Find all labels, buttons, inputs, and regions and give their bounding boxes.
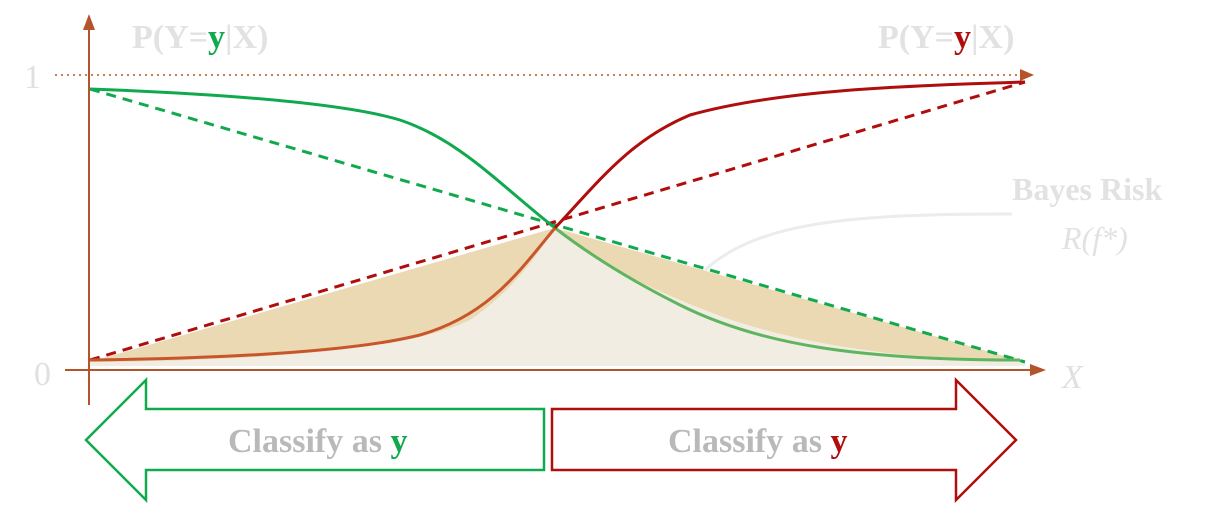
one-level-arrowhead: [1020, 69, 1034, 81]
red-posterior-curve-upper: [553, 80, 1026, 230]
red-posterior-curve-lower: [89, 227, 557, 362]
bayes-risk-title: Bayes Risk: [1012, 171, 1162, 207]
left-classify-arrow: [84, 376, 546, 504]
green-posterior-curve-lower: [554, 226, 1021, 362]
y-axis-arrowhead: [83, 14, 95, 30]
x-axis-label: X: [1060, 359, 1084, 396]
tick-label-0: 0: [34, 356, 51, 393]
right-classify-label: Classify as y: [668, 423, 847, 460]
red-dashed-line: [89, 80, 1026, 362]
bayes-risk-pointer: [703, 212, 1013, 272]
x-axis-arrowhead: [1030, 364, 1046, 376]
green-dashed-line: [89, 87, 1026, 364]
tick-label-1: 1: [24, 59, 41, 96]
green-posterior-curve-upper: [89, 87, 556, 230]
right-classify-arrow: [550, 376, 1018, 504]
bayes-risk-light-region: [90, 228, 1025, 366]
green-curve-label: P(Y=y|X): [132, 19, 268, 56]
bayes-risk-formula: R(f*): [1061, 220, 1128, 256]
red-curve-label: P(Y=y|X): [878, 19, 1014, 56]
left-classify-label: Classify as y: [228, 423, 407, 460]
